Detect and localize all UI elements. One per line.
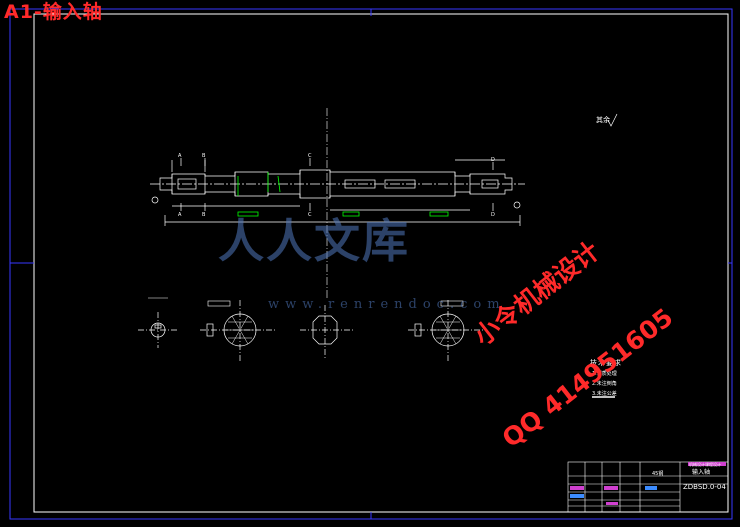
requirement-item: 2.未注倒角 [592, 381, 617, 387]
svg-text:C: C [308, 212, 312, 218]
title-block-colored-cells [570, 462, 726, 505]
requirement-item: 1.调质处理 [592, 371, 617, 377]
cut-letters: A B C D A B C D [178, 153, 495, 218]
roughness-symbol [607, 113, 618, 127]
section-view-c[interactable] [300, 305, 355, 358]
title-block [567, 461, 729, 513]
title-block-material: 45钢 [652, 471, 664, 477]
title-block-part-name: 输入轴 [692, 469, 711, 476]
svg-text:A: A [178, 212, 182, 218]
green-dimension-highlights [237, 172, 449, 217]
svg-text:B: B [202, 212, 206, 218]
svg-text:C: C [308, 153, 312, 159]
centering-marks [10, 9, 732, 519]
watermark-url: www.renrendoc.com [268, 297, 506, 312]
requirement-item: 3.未注公差 [592, 391, 617, 397]
watermark-logo-text: 人人文库 [218, 214, 410, 268]
title-block-drawing-number: ZDBSD.0-04 [683, 483, 726, 491]
svg-text:A: A [178, 153, 182, 159]
svg-text:D: D [491, 157, 495, 163]
surface-roughness-note: 其余 [596, 116, 610, 124]
section-view-d[interactable] [408, 300, 485, 362]
section-cut-markers [151, 158, 521, 211]
svg-text:B: B [202, 153, 206, 159]
section-view-a[interactable] [138, 312, 178, 348]
section-titles [148, 297, 464, 307]
section-view-b[interactable] [200, 300, 275, 362]
sheet-title: A1-输入轴 [4, 1, 103, 23]
title-block-school: 机械设计课程设计 [689, 462, 721, 467]
technical-requirements-title: 技术要求 [590, 359, 622, 367]
svg-text:D: D [491, 212, 495, 218]
